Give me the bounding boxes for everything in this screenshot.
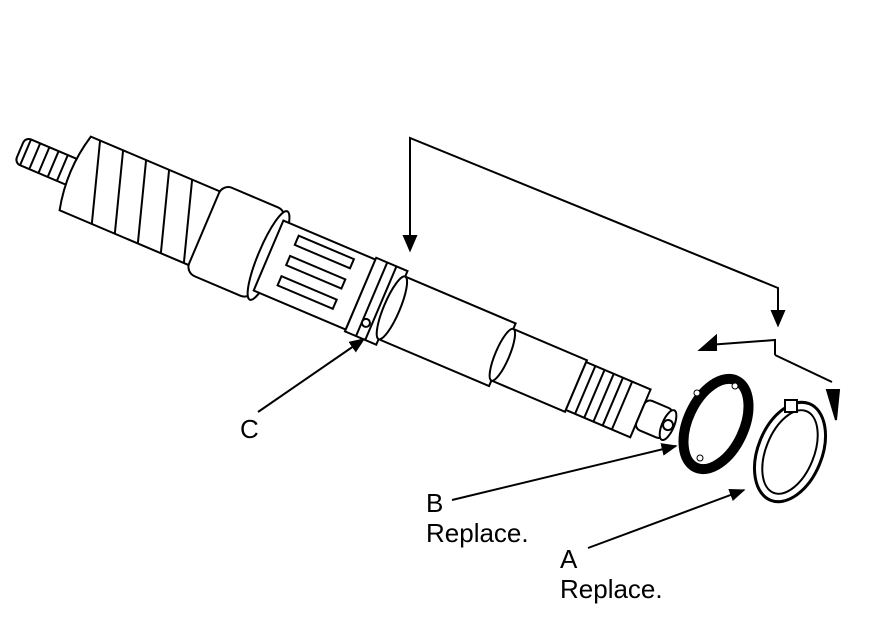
leader-arrow-b: [451, 443, 678, 501]
install-bracket-icon: [402, 136, 841, 421]
snap-ring-icon: [753, 399, 827, 504]
callout-a-note: Replace.: [560, 574, 663, 604]
callout-b-note: Replace.: [426, 518, 529, 548]
callout-c-letter: C: [240, 414, 259, 444]
leader-arrow-a: [587, 489, 746, 549]
leader-arrow-c: [257, 338, 366, 413]
callout-a-letter: A: [560, 544, 578, 574]
thrust-washer-icon: [678, 373, 754, 475]
callout-b-letter: B: [426, 488, 443, 518]
shaft-assembly-icon: [15, 135, 678, 441]
